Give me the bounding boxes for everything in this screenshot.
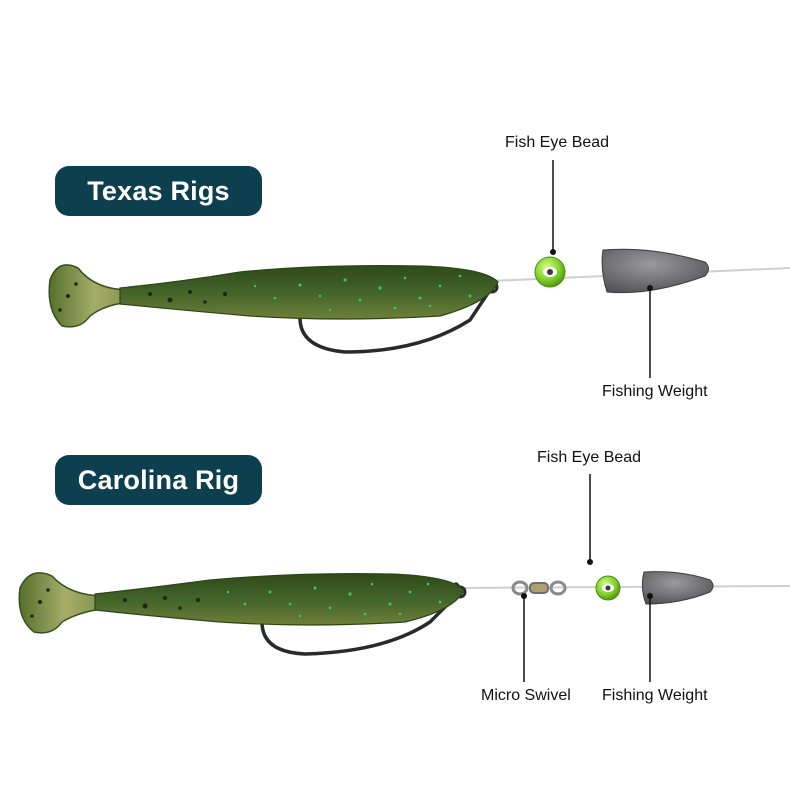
carolina-lure-tail-icon — [18, 572, 114, 634]
carolina-swivel-label: Micro Swivel — [481, 687, 571, 704]
texas-rig — [48, 160, 790, 378]
carolina-weight-leader-dot — [647, 593, 653, 599]
texas-fishing-weight-icon — [601, 248, 709, 294]
texas-rig-title: Texas Rigs — [55, 166, 262, 216]
texas-bead-leader-dot — [550, 249, 556, 255]
carolina-fishing-weight-icon — [641, 571, 714, 605]
texas-fish-eye-bead-icon — [534, 256, 566, 288]
carolina-bead-label: Fish Eye Bead — [537, 449, 642, 466]
carolina-bead-leader-dot — [587, 559, 593, 565]
carolina-rig — [18, 474, 790, 682]
texas-weight-label: Fishing Weight — [602, 383, 708, 400]
carolina-fishing-line — [454, 585, 790, 589]
texas-lure-body-icon — [119, 265, 499, 320]
texas-weight-leader-dot — [647, 285, 653, 291]
texas-lure-tail-icon — [48, 264, 142, 328]
carolina-lure-dark-spots — [30, 588, 201, 618]
carolina-lure-speckles — [226, 582, 442, 618]
texas-lure-dark-spots — [58, 282, 228, 312]
carolina-lure-body-icon — [94, 573, 465, 626]
carolina-weight-label: Fishing Weight — [602, 687, 708, 704]
carolina-fish-eye-bead-icon — [595, 575, 621, 601]
carolina-micro-swivel-icon — [511, 580, 567, 596]
texas-lure-speckles — [253, 274, 472, 312]
texas-bead-label: Fish Eye Bead — [505, 134, 610, 151]
carolina-swivel-leader-dot — [521, 593, 527, 599]
carolina-rig-title: Carolina Rig — [55, 455, 262, 505]
